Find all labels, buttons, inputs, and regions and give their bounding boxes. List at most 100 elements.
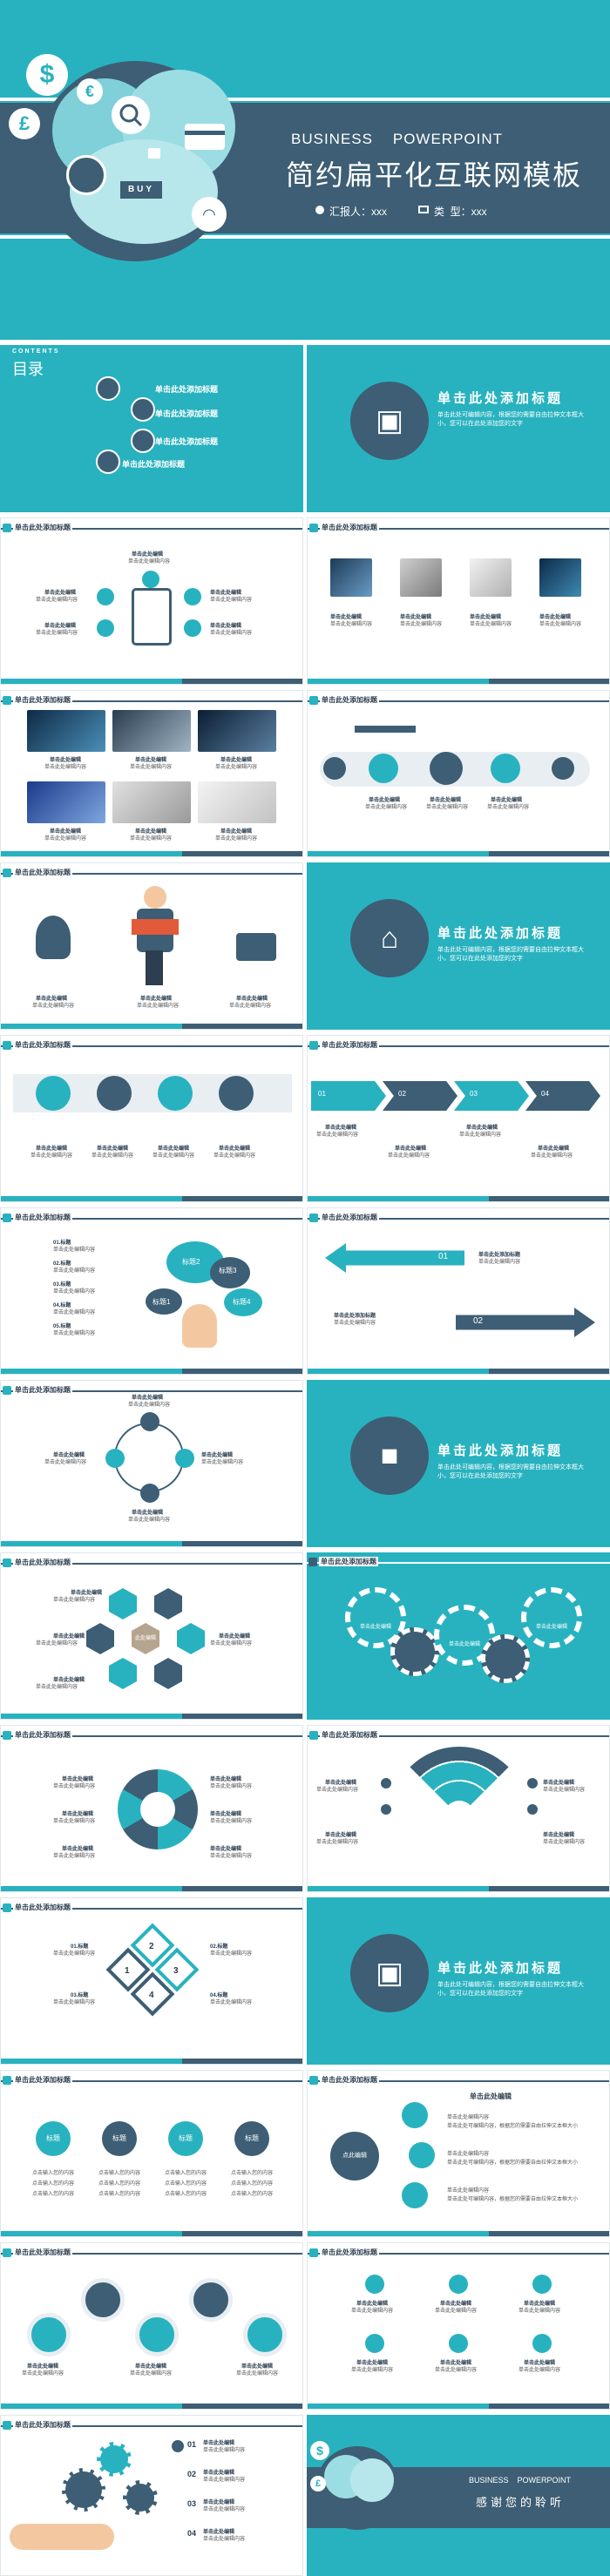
edit-title: 单击此处编辑	[400, 615, 432, 620]
bubble-3	[224, 1288, 262, 1316]
slide-header: 单击此处添加标题	[320, 2075, 379, 2085]
column-label-4: 标题	[245, 2134, 259, 2142]
add-title: 单击此处添加标题	[478, 1253, 521, 1258]
diamond-number-1: 1	[125, 1966, 130, 1976]
edit-title: 单击此处编辑	[539, 615, 572, 620]
edit-title: 单击此处编辑	[395, 1146, 427, 1152]
slide-hand-bubbles: 单击此处添加标题 01.标题 单击此处编辑内容 02.标题 单击此处编辑内容 0…	[0, 1207, 303, 1375]
edit-title: 单击此处编辑	[44, 591, 77, 596]
edit-title: 单击此处编辑	[491, 798, 523, 803]
list-content-2: 单击此处编辑内容	[210, 1951, 253, 1957]
chain-search-icon	[36, 1076, 71, 1111]
add-content: 单击此处编辑内容	[478, 1260, 521, 1265]
section-desc: 单击此处可编辑内容，根据您的需要自由拉伸文本框大小，您可以在此处添加您的文字	[437, 947, 584, 962]
edit-title: 单击此处编辑	[50, 829, 82, 835]
list-title-3: 03.标题	[53, 1282, 71, 1288]
section-slide-1: ▣ 单击此处添加标题 单击此处可编辑内容，根据您的需要自由拉伸文本框大小，您可以…	[307, 345, 610, 512]
edit-content: 单击此处编辑内容	[152, 1153, 195, 1159]
contents-item-3[interactable]: 单击此处添加标题	[155, 437, 219, 446]
mindmap-title: 单击此处编辑	[470, 2093, 512, 2100]
mindmap-node-3	[402, 2182, 428, 2208]
edit-content: 单击此处编辑内容	[531, 1153, 573, 1159]
slide-header: 单击此处添加标题	[320, 1730, 379, 1740]
process-node-chart-icon	[430, 752, 463, 785]
edit-content: 单击此处编辑内容	[518, 2368, 561, 2373]
edit-title: 单击此处编辑	[50, 758, 82, 763]
grid-icon-3	[532, 2275, 552, 2294]
edit-title: 单击此处编辑	[440, 2361, 472, 2366]
edit-title: 单击此处编辑	[62, 1777, 94, 1782]
process-node-search-icon	[369, 754, 398, 783]
photo-4	[539, 558, 581, 597]
list-content-2: 单击此处编辑内容	[53, 1268, 96, 1274]
edit-content: 单击此处编辑内容	[316, 1840, 359, 1845]
edit-title: 单击此处编辑	[132, 1396, 164, 1401]
edit-title: 单击此处编辑	[325, 1833, 357, 1838]
contents-item-2[interactable]: 单击此处添加标题	[155, 409, 219, 418]
slide-header: 单击此处添加标题	[13, 1558, 72, 1567]
edit-title: 单击此处编辑	[524, 2361, 556, 2366]
edit-content: 单击此处编辑内容	[400, 622, 443, 627]
edit-content: 单击此处编辑内容	[316, 1132, 359, 1138]
edit-title: 单击此处编辑	[97, 1146, 129, 1152]
node-icon-1	[142, 571, 159, 588]
edit-title: 单击此处编辑	[219, 1146, 251, 1152]
edit-title: 单击此处编辑	[44, 624, 77, 629]
list-content-5: 单击此处编辑内容	[53, 1331, 96, 1336]
edit-title: 单击此处编辑	[203, 2530, 235, 2535]
slide-header: 单击此处添加标题	[13, 1385, 72, 1395]
edit-title: 单击此处编辑	[210, 624, 242, 629]
edit-content: 单击此处编辑内容	[53, 1598, 96, 1603]
edit-content: 单击此处编辑内容	[201, 1460, 244, 1465]
edit-content: 单击此处编辑内容	[487, 805, 530, 810]
column-bullet-2c: 点击输入您的内容	[98, 2192, 141, 2197]
edit-content: 单击此处编辑内容	[203, 2448, 246, 2453]
edit-title: 单击此处编辑	[201, 1453, 234, 1458]
hex-center-label: 此处编辑	[134, 1636, 156, 1641]
edit-content: 单击此处编辑内容	[36, 1641, 78, 1646]
closing-dollar-icon: $	[310, 2441, 329, 2460]
contents-item-1[interactable]: 单击此处添加标题	[155, 385, 219, 394]
process-node-gear-icon	[491, 754, 520, 783]
mindmap-text-1: 单击此处编辑内容	[447, 2115, 490, 2120]
section-title: 单击此处添加标题	[437, 391, 564, 406]
column-circle-1	[36, 2121, 71, 2156]
slide-fan: 单击此处添加标题 单击此处编辑 单击此处编辑内容 单击此处编辑 单击此处编辑内容…	[307, 1725, 610, 1892]
edit-content: 单击此处编辑内容	[128, 559, 171, 565]
open-hand-icon	[10, 2524, 114, 2550]
column-circle-2	[102, 2121, 137, 2156]
mindmap-center-label: 点此编辑	[342, 2153, 367, 2159]
edit-title: 单击此处编辑	[538, 1146, 570, 1152]
cover-band-stripe	[0, 98, 610, 101]
slide-hexagons: 单击此处添加标题 此处编辑 单击此处编辑 单击此处编辑内容 单击此处编辑 单击此…	[0, 1552, 303, 1720]
slide-photo-grid: 单击此处添加标题 单击此处编辑 单击此处编辑内容 单击此处编辑 单击此处编辑内容…	[0, 690, 303, 857]
edit-content: 单击此处编辑内容	[316, 1788, 359, 1793]
node-icon-3	[97, 619, 114, 637]
fan-shape	[390, 1747, 529, 1816]
edit-content: 单击此处编辑内容	[53, 1784, 96, 1789]
slide-header: 单击此处添加标题	[13, 2075, 72, 2085]
diamond-number-3: 3	[173, 1966, 179, 1976]
list-content-3: 单击此处编辑内容	[53, 2000, 96, 2005]
photo-2	[400, 558, 442, 597]
edit-title: 单击此处编辑	[369, 798, 401, 803]
edit-title: 单击此处编辑	[53, 1634, 85, 1640]
edit-title: 单击此处编辑	[132, 1511, 164, 1516]
edit-title: 单击此处编辑	[325, 1126, 357, 1131]
edit-content: 单击此处编辑内容	[470, 622, 512, 627]
bubble-label-1: 标题1	[152, 1298, 171, 1306]
edit-title: 单击此处编辑	[470, 615, 502, 620]
edit-content: 单击此处编辑内容	[351, 2368, 394, 2373]
grid-icon-6	[532, 2334, 552, 2353]
add-content: 单击此处编辑内容	[334, 1321, 376, 1326]
list-content-4: 单击此处编辑内容	[53, 1310, 96, 1315]
contents-item-4[interactable]: 单击此处添加标题	[122, 460, 186, 469]
hex-2	[154, 1588, 182, 1619]
edit-title: 单击此处编辑	[62, 1847, 94, 1852]
edit-title: 单击此处编辑	[356, 2302, 389, 2307]
edit-title: 单击此处编辑	[330, 615, 363, 620]
bubble-4	[146, 1288, 182, 1315]
edit-content: 单击此处编辑内容	[36, 631, 78, 636]
ring-node-3	[140, 1484, 159, 1503]
edit-content: 单击此处编辑内容	[137, 1004, 180, 1009]
